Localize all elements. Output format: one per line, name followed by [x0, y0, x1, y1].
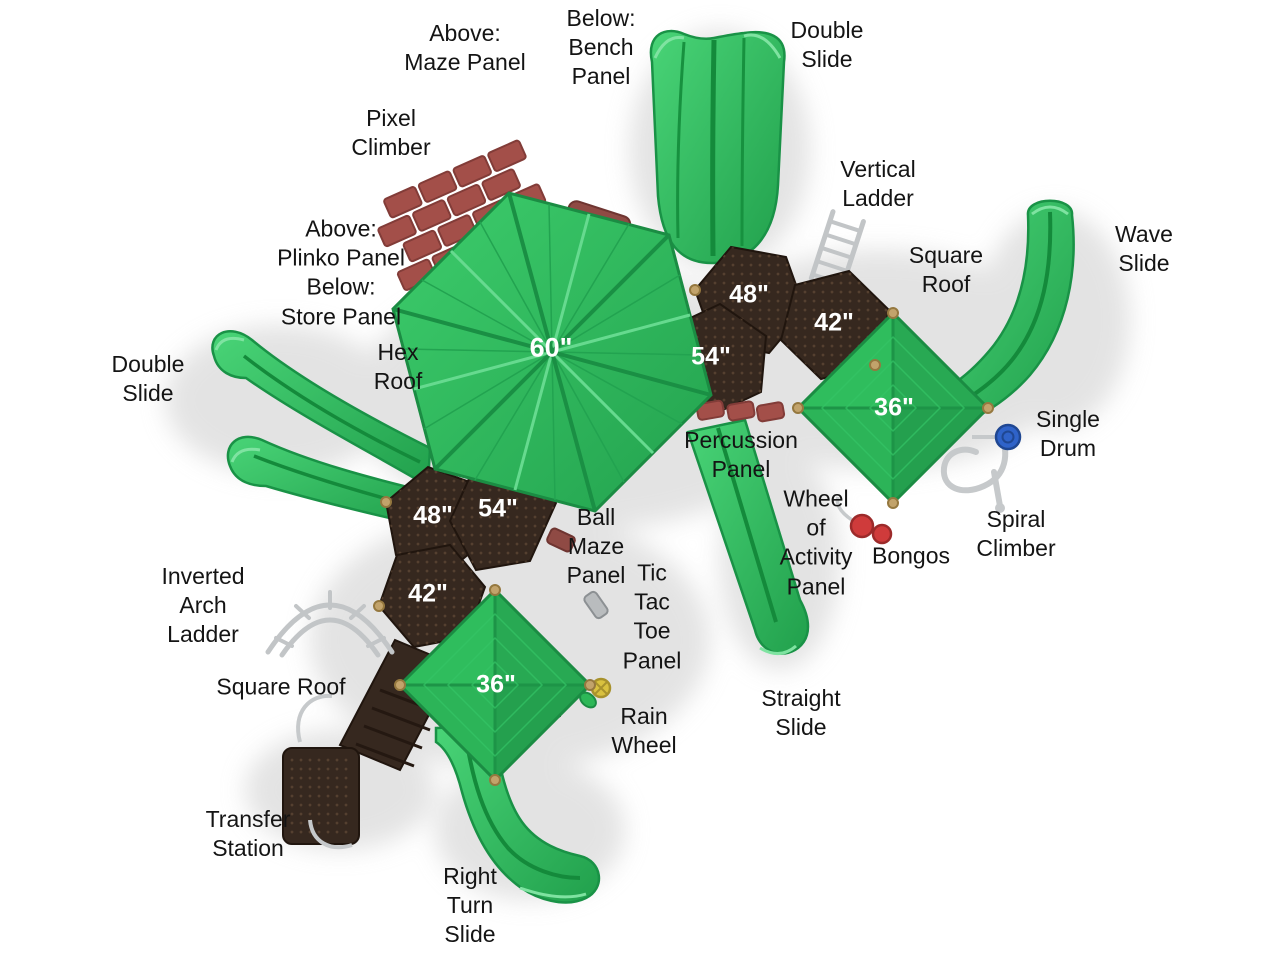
dim-west-48: 48" [413, 501, 453, 530]
label-wave-slide: Wave Slide [1115, 220, 1173, 276]
label-tic-tac-toe-panel: Tic Tac Toe Panel [622, 559, 682, 674]
label-vertical-ladder: Vertical Ladder [840, 155, 916, 211]
label-hex-roof: Hex Roof [373, 338, 423, 394]
label-plinko-store-panel: Above: Plinko Panel Below: Store Panel [277, 215, 405, 330]
deck-posts [373, 284, 994, 786]
label-above-maze-panel: Above: Maze Panel [404, 19, 526, 75]
label-rain-wheel: Rain Wheel [611, 702, 677, 758]
straight-slide [686, 418, 810, 655]
square-roof-east-graphic [795, 310, 991, 506]
label-pixel-climber: Pixel Climber [351, 104, 431, 160]
single-drum-graphic [972, 423, 1022, 451]
dim-west-54: 54" [478, 494, 518, 523]
label-square-roof-east: Square Roof [908, 241, 984, 297]
label-straight-slide: Straight Slide [761, 684, 841, 740]
label-below-bench-panel: Below: Bench Panel [566, 5, 636, 90]
label-double-slide-left: Double Slide [111, 350, 185, 406]
label-inverted-arch-ladder: Inverted Arch Ladder [161, 563, 245, 648]
double-slide-left [211, 330, 432, 528]
label-percussion-panel: Percussion Panel [684, 426, 798, 482]
right-turn-slide [434, 724, 601, 904]
square-roof-south-graphic [397, 587, 593, 783]
bongos-graphic [835, 496, 893, 545]
label-single-drum: Single Drum [1036, 405, 1100, 461]
dim-ne-54: 54" [691, 342, 731, 371]
percussion-panel-graphic [695, 399, 786, 423]
label-right-turn-slide: Right Turn Slide [443, 863, 497, 948]
label-wheel-of-activity: Wheel of Activity Panel [779, 485, 853, 600]
dim-ne-42: 42" [814, 308, 854, 337]
inverted-arch-ladder-graphic [265, 590, 395, 658]
label-transfer-station: Transfer Station [205, 805, 291, 861]
label-double-slide-top: Double Slide [790, 16, 864, 72]
dim-south-36: 36" [476, 670, 516, 699]
side-panels [546, 527, 609, 620]
label-bongos: Bongos [871, 542, 951, 569]
label-spiral-climber: Spiral Climber [976, 505, 1056, 561]
dim-west-42: 42" [408, 579, 448, 608]
double-slide-top [649, 29, 786, 265]
dim-east-36: 36" [874, 393, 914, 422]
dim-ne-48: 48" [729, 280, 769, 309]
spiral-climber-graphic [940, 429, 1009, 513]
hex-roof-graphic [391, 191, 713, 513]
label-ball-maze-panel: Ball Maze Panel [566, 504, 626, 589]
label-square-roof-south: Square Roof [216, 673, 346, 700]
rain-wheel-graphic [579, 677, 612, 709]
dim-hex-deck-60: 60" [529, 332, 573, 363]
